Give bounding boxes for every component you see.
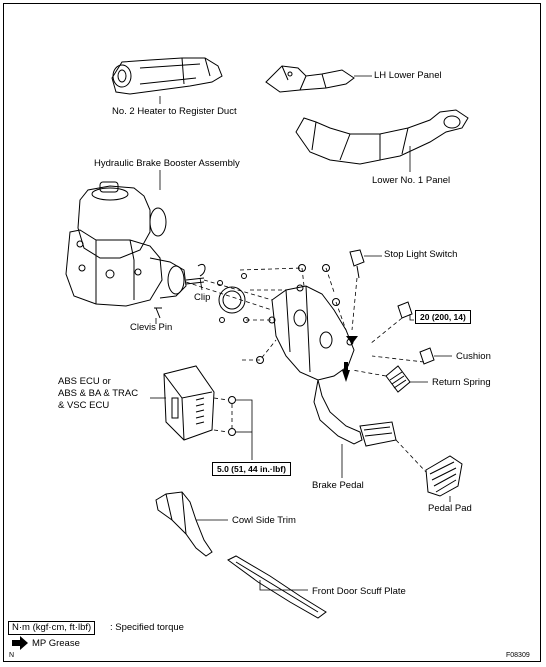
lower-no1-panel-part <box>295 109 469 165</box>
diagram-frame <box>3 3 541 662</box>
label-pedal-pad: Pedal Pad <box>428 503 472 514</box>
lh-lower-panel-part <box>265 65 355 93</box>
label-heater-duct: No. 2 Heater to Register Duct <box>112 106 237 117</box>
label-stop-light-switch: Stop Light Switch <box>384 249 458 260</box>
legend-torque-text: : Specified torque <box>110 622 184 633</box>
pedal-bracket-part <box>268 284 355 381</box>
torque-stop-switch: 20 (200, 14) <box>415 310 471 324</box>
ecu-part <box>163 365 215 441</box>
label-cowl-side-trim: Cowl Side Trim <box>232 515 296 526</box>
brake-pedal-part <box>313 379 397 447</box>
label-lower-no1-panel: Lower No. 1 Panel <box>372 175 451 186</box>
pedal-pad-part <box>425 455 463 497</box>
label-return-spring: Return Spring <box>432 377 491 388</box>
grease-arrows <box>342 336 358 382</box>
corner-letter: N <box>9 652 15 659</box>
label-lh-lower-panel: LH Lower Panel <box>374 70 442 81</box>
label-front-door-scuff-plate: Front Door Scuff Plate <box>312 586 406 597</box>
figure-code: F08309 <box>506 652 530 659</box>
legend-torque-box: N·m (kgf·cm, ft·lbf) <box>8 621 96 635</box>
heater-duct-part <box>111 57 223 95</box>
legend-grease-text: MP Grease <box>32 638 80 649</box>
gasket-part <box>217 273 249 323</box>
arrow-right-icon <box>12 636 28 650</box>
brake-booster-part <box>65 181 187 307</box>
label-clip: Clip <box>194 292 211 303</box>
label-brake-pedal: Brake Pedal <box>312 480 364 491</box>
label-ecu-line1: ABS ECU or <box>58 376 111 387</box>
label-ecu-line3: & VSC ECU <box>58 400 110 411</box>
torque-ecu-nuts: 5.0 (51, 44 in.·lbf) <box>212 462 291 476</box>
label-ecu-line2: ABS & BA & TRAC <box>58 388 139 399</box>
label-brake-booster: Hydraulic Brake Booster Assembly <box>94 158 240 169</box>
label-cushion: Cushion <box>456 351 491 362</box>
cowl-side-trim-part <box>155 491 213 557</box>
label-ecu: ABS ECU or ABS & BA & TRAC & VSC ECU <box>58 376 138 412</box>
scuff-plate-part <box>227 555 327 619</box>
label-clevis-pin: Clevis Pin <box>130 322 173 333</box>
